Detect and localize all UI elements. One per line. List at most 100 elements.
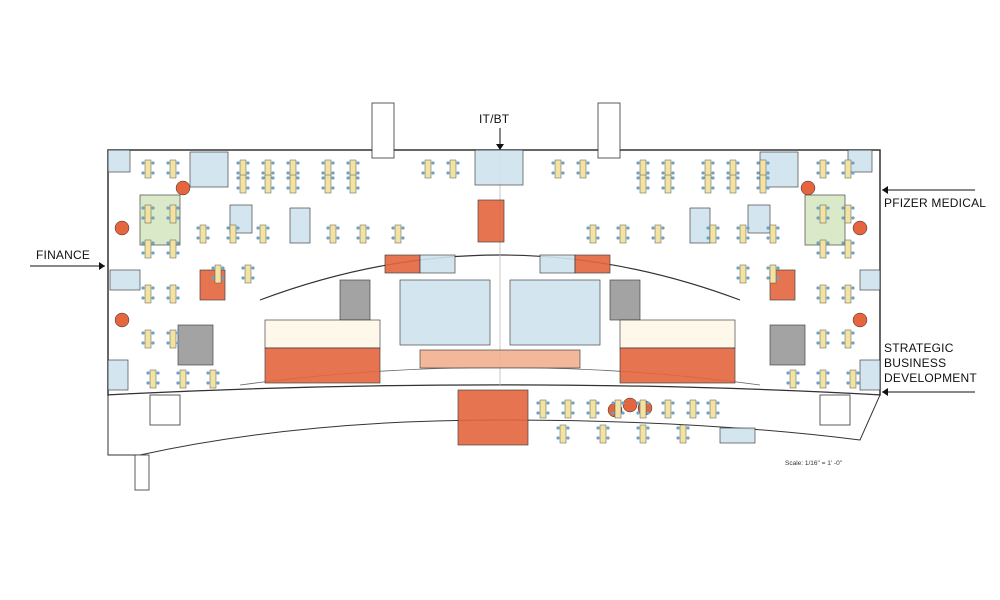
- workstation-52: [654, 224, 662, 244]
- workstation-46: [259, 224, 267, 244]
- chair: [446, 171, 450, 175]
- chair: [711, 176, 715, 180]
- chair: [766, 161, 770, 165]
- workstation-7: [424, 159, 432, 179]
- room-24: [264, 319, 381, 349]
- chair: [841, 341, 845, 345]
- chair: [141, 331, 145, 335]
- chair: [586, 161, 590, 165]
- chair: [736, 171, 740, 175]
- chair: [236, 186, 240, 190]
- chair: [816, 251, 820, 255]
- chair: [141, 296, 145, 300]
- chair: [546, 401, 550, 405]
- chair: [701, 161, 705, 165]
- chair: [776, 276, 780, 280]
- chair: [366, 236, 370, 240]
- chair: [826, 381, 830, 385]
- chair: [636, 171, 640, 175]
- workstation-34: [169, 284, 177, 304]
- workstation-28: [144, 204, 152, 224]
- stair: [149, 394, 181, 426]
- chair: [636, 436, 640, 440]
- chair: [151, 286, 155, 290]
- workstation-35: [169, 329, 177, 349]
- workstation-60: [149, 369, 157, 389]
- chair: [256, 236, 260, 240]
- chair: [146, 371, 150, 375]
- chair: [151, 296, 155, 300]
- chair: [716, 226, 720, 230]
- chair: [566, 436, 570, 440]
- chair: [151, 331, 155, 335]
- room-26: [264, 347, 381, 384]
- chair: [756, 176, 760, 180]
- room-34: [719, 427, 756, 444]
- chair: [756, 186, 760, 190]
- chair: [246, 171, 250, 175]
- chair: [266, 226, 270, 230]
- chair: [816, 371, 820, 375]
- room-15: [609, 279, 641, 321]
- chair: [141, 241, 145, 245]
- room-4: [189, 151, 229, 188]
- chair: [701, 186, 705, 190]
- chair: [756, 161, 760, 165]
- chair: [671, 171, 675, 175]
- workstation-70: [639, 399, 647, 419]
- chair: [246, 161, 250, 165]
- chair: [566, 426, 570, 430]
- chair: [156, 371, 160, 375]
- chair: [576, 171, 580, 175]
- workstation-58: [739, 264, 747, 284]
- room-12: [109, 269, 141, 291]
- chair: [561, 161, 565, 165]
- chair: [271, 186, 275, 190]
- chair: [826, 286, 830, 290]
- workstation-10: [579, 159, 587, 179]
- chair: [676, 426, 680, 430]
- chair: [166, 161, 170, 165]
- chair: [816, 286, 820, 290]
- chair: [611, 401, 615, 405]
- chair: [596, 411, 600, 415]
- chair: [636, 426, 640, 430]
- chair: [206, 381, 210, 385]
- stair: [371, 102, 395, 159]
- chair: [646, 401, 650, 405]
- chair: [346, 161, 350, 165]
- chair: [356, 236, 360, 240]
- chair: [766, 171, 770, 175]
- chair: [251, 276, 255, 280]
- chair: [356, 226, 360, 230]
- chair: [686, 436, 690, 440]
- chair: [636, 176, 640, 180]
- chair: [651, 226, 655, 230]
- workstation-56: [214, 264, 222, 284]
- chair: [431, 161, 435, 165]
- direction-arrows: [30, 128, 975, 396]
- chair: [816, 206, 820, 210]
- round-table-5: [852, 312, 868, 328]
- chair: [661, 411, 665, 415]
- chair: [626, 226, 630, 230]
- workstation-68: [589, 399, 597, 419]
- workstation-31: [144, 329, 152, 349]
- chair: [586, 226, 590, 230]
- chair: [816, 331, 820, 335]
- chair: [246, 176, 250, 180]
- chair: [646, 186, 650, 190]
- chair: [286, 186, 290, 190]
- chair: [141, 216, 145, 220]
- chair: [646, 176, 650, 180]
- chair: [851, 216, 855, 220]
- chair: [851, 251, 855, 255]
- chair: [851, 296, 855, 300]
- workstation-73: [709, 399, 717, 419]
- chair: [271, 161, 275, 165]
- chair: [176, 171, 180, 175]
- chair: [851, 331, 855, 335]
- round-table-4: [852, 220, 868, 236]
- workstation-36: [819, 204, 827, 224]
- label-pfizer-medical: PFIZER MEDICAL: [884, 196, 987, 210]
